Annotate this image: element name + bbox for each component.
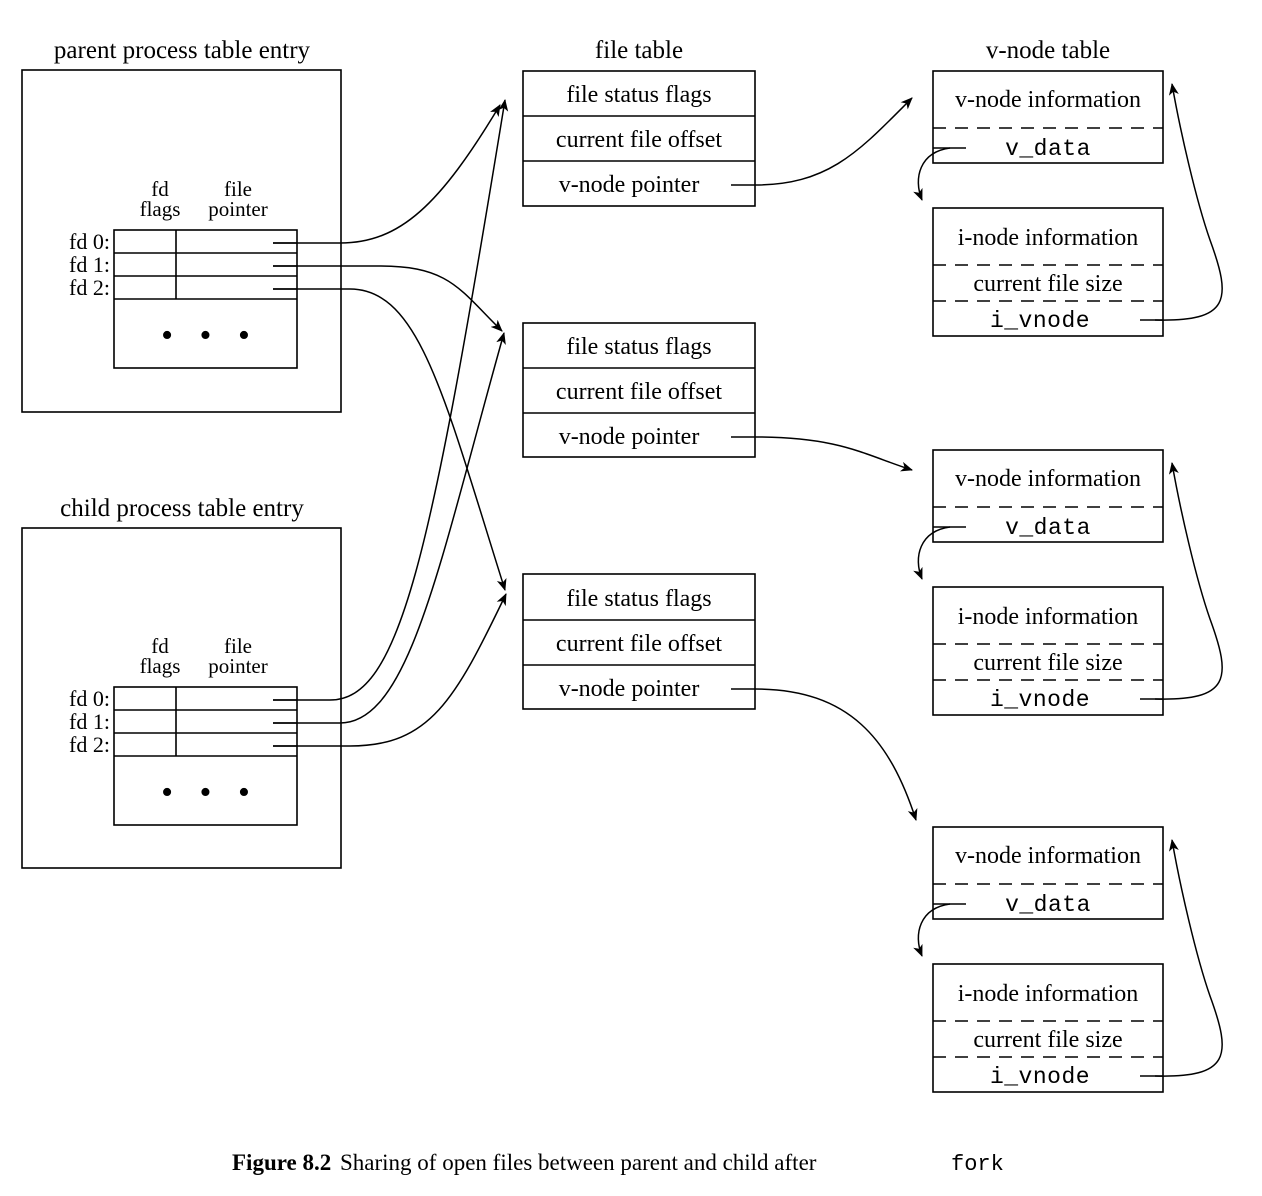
file-table-entry-1-vnode-pointer: v-node pointer [559, 172, 700, 198]
file-entry-3-to-vnode-group-3-arrow [754, 688, 918, 821]
vnode-group-2-i-vnode: i_vnode [990, 687, 1090, 713]
vnode-group-3-inode-information: i-node information [958, 981, 1139, 1007]
child-process-table-entry: child process table entry fd flags file … [21, 495, 342, 869]
file-table-entry-2: file status flags current file offset v-… [522, 322, 756, 458]
vnode-group-2-current-file-size: current file size [973, 650, 1122, 676]
file-table-entry-3: file status flags current file offset v-… [522, 573, 756, 710]
vnode-group-3-current-file-size: current file size [973, 1027, 1122, 1053]
file-table-title: file table [595, 37, 683, 64]
parent-file-pointer-head-line1: file [224, 177, 252, 201]
vnode-group-1-inode-box [932, 207, 1164, 337]
parent-fd2-to-file-entry-3-arrow [273, 288, 507, 591]
file-table-entry-2-vnode-pointer: v-node pointer [559, 424, 700, 450]
vnode-group-3-v-data: v_data [1005, 892, 1091, 918]
file-table-entry-3-box [522, 573, 756, 710]
parent-fd-ellipsis: • • • [161, 317, 259, 354]
file-table-entry-1: file status flags current file offset v-… [522, 70, 756, 207]
vnode-group-3-ivnode-back-arrow [1154, 839, 1223, 1077]
child-file-pointer-head-line2: pointer [208, 654, 267, 678]
vnode-group-3-vnode-information: v-node information [955, 843, 1141, 869]
parent-fd-row-label-1: fd 1: [69, 252, 110, 277]
parent-process-table-entry: parent process table entry fd flags file… [21, 37, 342, 413]
parent-fd-row-label-2: fd 2: [69, 275, 110, 300]
vnode-group-3-i-vnode: i_vnode [990, 1064, 1090, 1090]
parent-fd1-to-file-entry-2-arrow [273, 265, 503, 332]
parent-fd-flags-head-line2: flags [140, 197, 181, 221]
vnode-group-3: v-node information v_data i-node informa… [913, 826, 1223, 1093]
vnode-group-1-vnode-information: v-node information [955, 87, 1141, 113]
file-table-entry-1-status-flags: file status flags [566, 82, 711, 108]
vnode-table-title: v-node table [986, 37, 1110, 64]
caption-code-fork: fork [951, 1152, 1004, 1177]
vnode-group-3-vdata-to-inode-arrow [913, 903, 951, 957]
vnode-group-1-ivnode-back-arrow [1154, 83, 1223, 321]
parent-process-title: parent process table entry [54, 37, 311, 64]
parent-process-outer-box [21, 69, 342, 413]
child-fd0-to-file-entry-1-arrow [273, 99, 509, 701]
file-entry-1-to-vnode-group-1-arrow [754, 97, 913, 186]
caption-figure-label: Figure 8.2 [232, 1150, 331, 1175]
vnode-group-2-inode-information: i-node information [958, 604, 1139, 630]
child-fd-row-label-2: fd 2: [69, 732, 110, 757]
vnode-group-2-v-data: v_data [1005, 515, 1091, 541]
parent-fd-flags-head-line1: fd [151, 177, 169, 201]
child-fd-ellipsis: • • • [161, 774, 259, 811]
vnode-group-2-inode-box [932, 586, 1164, 716]
file-table-entry-2-status-flags: file status flags [566, 334, 711, 360]
file-table-entry-3-status-flags: file status flags [566, 586, 711, 612]
parent-fd0-to-file-entry-1-arrow [273, 104, 501, 244]
file-table-entry-3-vnode-pointer: v-node pointer [559, 676, 700, 702]
vnode-group-1-vnode-box [932, 70, 1164, 164]
child-fd1-to-file-entry-2-arrow [273, 332, 506, 724]
file-table-entry-1-offset: current file offset [556, 127, 722, 153]
child-fd2-to-file-entry-3-arrow [273, 593, 507, 747]
parent-file-pointer-head-line2: pointer [208, 197, 267, 221]
vnode-group-1-current-file-size: current file size [973, 271, 1122, 297]
file-table-entry-2-box [522, 322, 756, 458]
caption-text: Sharing of open files between parent and… [340, 1150, 817, 1175]
child-fd-row-label-1: fd 1: [69, 709, 110, 734]
vnode-group-1-vdata-to-inode-arrow [913, 147, 951, 201]
vnode-group-3-inode-box [932, 963, 1164, 1093]
file-table-entry-2-offset: current file offset [556, 379, 722, 405]
child-fd-flags-head-line2: flags [140, 654, 181, 678]
file-entry-2-to-vnode-group-2-arrow [754, 436, 913, 472]
vnode-group-1-i-vnode: i_vnode [990, 308, 1090, 334]
vnode-group-2-vdata-to-inode-arrow [913, 526, 951, 580]
child-fd-row-label-0: fd 0: [69, 686, 110, 711]
figure-caption: Figure 8.2 Sharing of open files between… [232, 1150, 1004, 1177]
vnode-group-2-vnode-information: v-node information [955, 466, 1141, 492]
vnode-group-1-v-data: v_data [1005, 136, 1091, 162]
vnode-group-2-vnode-box [932, 449, 1164, 543]
file-table-entry-3-offset: current file offset [556, 631, 722, 657]
child-process-title: child process table entry [60, 495, 304, 522]
child-file-pointer-head-line1: file [224, 634, 252, 658]
vnode-group-3-vnode-box [932, 826, 1164, 920]
vnode-group-2-ivnode-back-arrow [1154, 462, 1223, 700]
vnode-group-1: v-node information v_data i-node informa… [913, 70, 1223, 337]
vnode-group-2: v-node information v_data i-node informa… [913, 449, 1223, 716]
vnode-group-1-inode-information: i-node information [958, 225, 1139, 251]
child-fd-flags-head-line1: fd [151, 634, 169, 658]
parent-fd-row-label-0: fd 0: [69, 229, 110, 254]
file-table-entry-1-box [522, 70, 756, 207]
